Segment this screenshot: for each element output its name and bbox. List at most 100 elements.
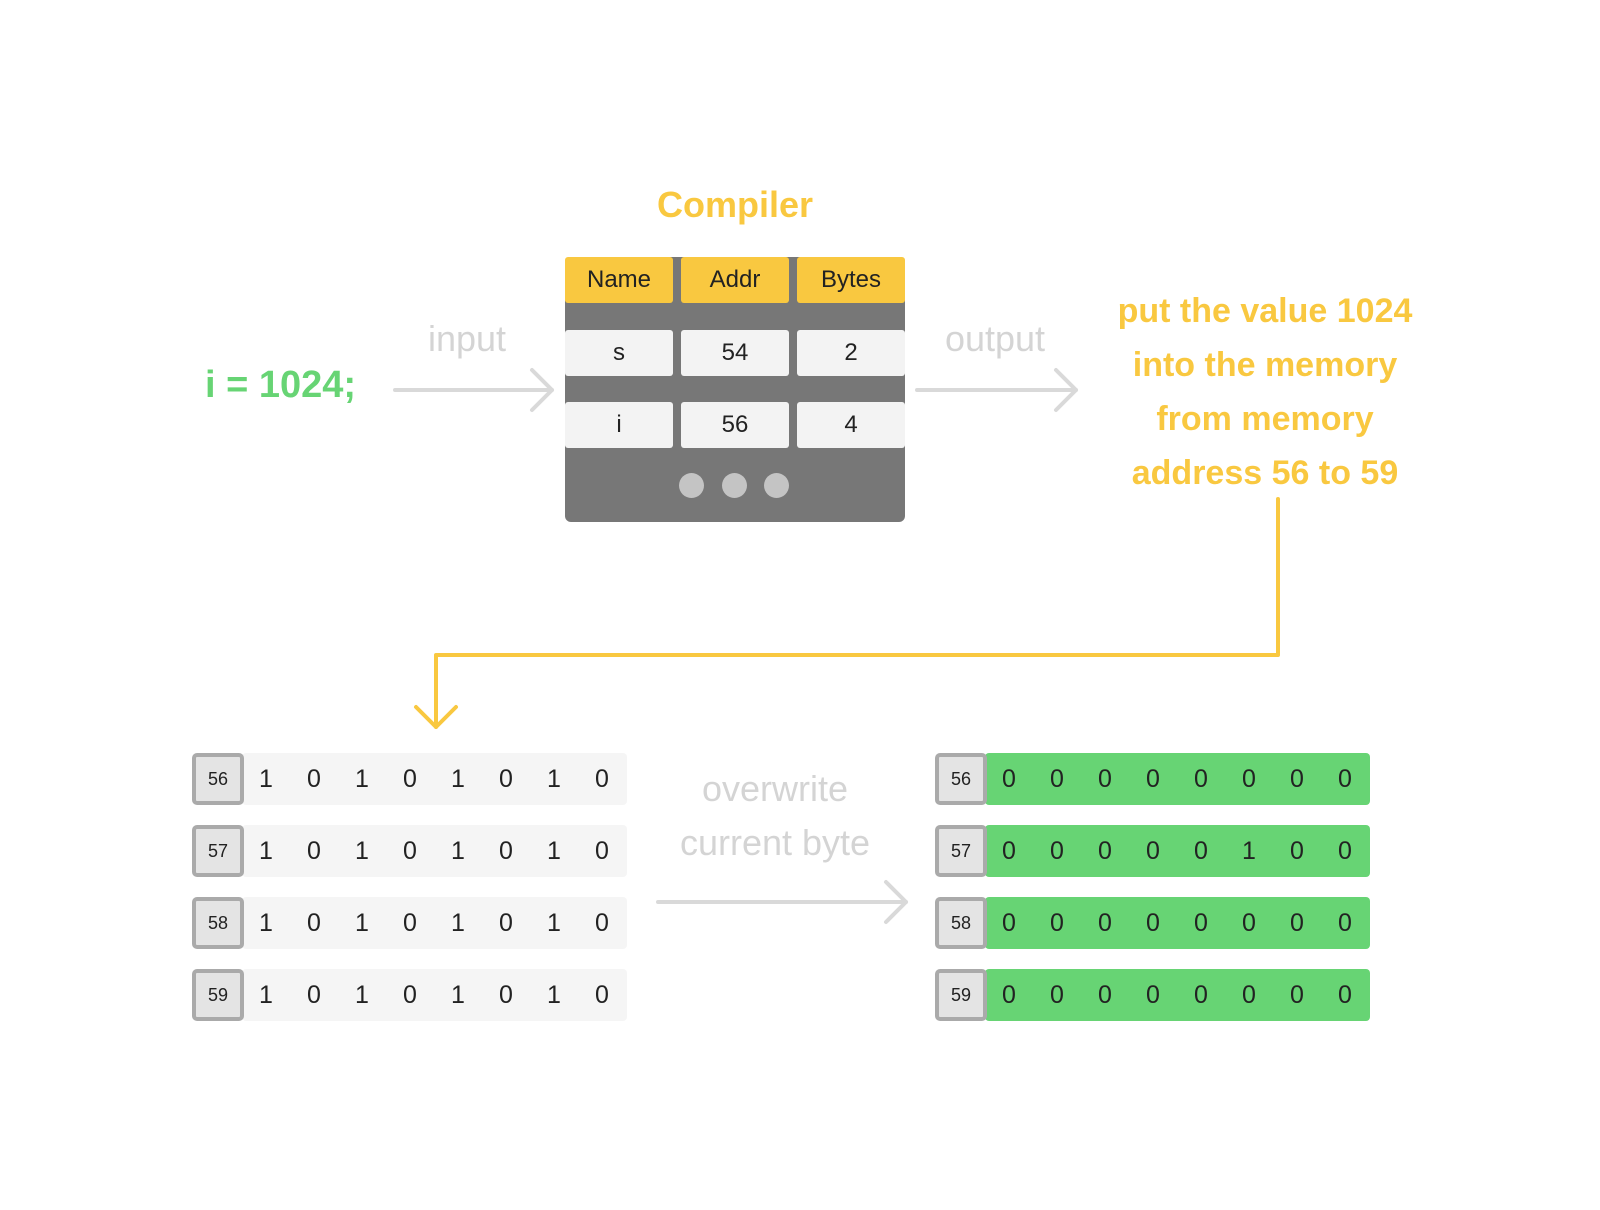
- memory-bit: 1: [259, 908, 273, 937]
- memory-address: 58: [192, 897, 244, 949]
- memory-bit: 1: [451, 836, 465, 865]
- output-line: from memory: [1156, 400, 1374, 438]
- memory-bit: 0: [403, 836, 417, 865]
- header-addr: Addr: [681, 257, 789, 303]
- memory-bit: 0: [1242, 764, 1256, 793]
- memory-bit: 0: [499, 908, 513, 937]
- overwrite-line: current byte: [679, 822, 871, 863]
- overwrite-line: overwrite: [701, 768, 849, 809]
- memory-bit: 0: [595, 908, 609, 937]
- memory-bit: 0: [403, 980, 417, 1009]
- memory-bit: 0: [403, 764, 417, 793]
- memory-bit: 0: [595, 836, 609, 865]
- more-dot: [764, 473, 789, 498]
- more-dot: [679, 473, 704, 498]
- memory-address: 57: [935, 825, 987, 877]
- memory-bit: 0: [1098, 980, 1112, 1009]
- memory-bit: 1: [355, 764, 369, 793]
- memory-bit: 1: [547, 836, 561, 865]
- overwrite-label: overwrite current byte: [660, 762, 890, 870]
- memory-bit: 0: [1050, 980, 1064, 1009]
- memory-bit: 1: [451, 764, 465, 793]
- memory-address: 56: [935, 753, 987, 805]
- memory-bit: 1: [547, 980, 561, 1009]
- cell-addr: 56: [681, 402, 789, 448]
- memory-bit: 0: [595, 980, 609, 1009]
- memory-bit: 1: [259, 836, 273, 865]
- memory-bit: 0: [1098, 836, 1112, 865]
- cell-addr: 54: [681, 330, 789, 376]
- output-line: address 56 to 59: [1131, 454, 1399, 492]
- memory-bit: 0: [499, 836, 513, 865]
- cell-name: s: [565, 330, 673, 376]
- overwrite-arrow: [656, 880, 908, 924]
- memory-bit: 0: [1338, 980, 1352, 1009]
- memory-bit: 1: [451, 908, 465, 937]
- memory-address: 56: [192, 753, 244, 805]
- memory-bit: 1: [259, 764, 273, 793]
- memory-bits: 1 0 1 0 1 0 1 0: [242, 897, 627, 949]
- memory-bit: 0: [403, 908, 417, 937]
- memory-bit: 0: [1002, 980, 1016, 1009]
- memory-bit: 0: [1146, 980, 1160, 1009]
- memory-bit: 0: [1146, 764, 1160, 793]
- memory-bit: 0: [1290, 980, 1304, 1009]
- memory-bit: 1: [1242, 836, 1256, 865]
- memory-bit: 0: [1146, 908, 1160, 937]
- memory-bit: 0: [1290, 764, 1304, 793]
- memory-bits: 0 0 0 0 0 1 0 0: [985, 825, 1370, 877]
- memory-bit: 0: [307, 836, 321, 865]
- memory-bit: 1: [355, 980, 369, 1009]
- memory-bit: 1: [547, 908, 561, 937]
- cell-name: i: [565, 402, 673, 448]
- header-name: Name: [565, 257, 673, 303]
- memory-bit: 0: [1194, 908, 1208, 937]
- memory-bit: 0: [1002, 908, 1016, 937]
- memory-bit: 1: [355, 908, 369, 937]
- memory-bit: 0: [1290, 836, 1304, 865]
- memory-bit: 0: [1002, 764, 1016, 793]
- output-line: put the value 1024: [1117, 292, 1413, 330]
- memory-bit: 1: [451, 980, 465, 1009]
- memory-address: 57: [192, 825, 244, 877]
- memory-bit: 0: [1338, 908, 1352, 937]
- memory-bit: 0: [1194, 836, 1208, 865]
- more-dot: [722, 473, 747, 498]
- memory-bit: 0: [1050, 764, 1064, 793]
- header-bytes: Bytes: [797, 257, 905, 303]
- input-label: input: [427, 318, 507, 359]
- memory-bit: 1: [547, 764, 561, 793]
- memory-bit: 0: [1098, 908, 1112, 937]
- memory-address: 58: [935, 897, 987, 949]
- memory-bit: 0: [1194, 764, 1208, 793]
- input-arrow: [393, 368, 554, 412]
- memory-bit: 0: [307, 980, 321, 1009]
- memory-bit: 1: [259, 980, 273, 1009]
- memory-bit: 0: [1146, 836, 1160, 865]
- memory-bit: 0: [1050, 908, 1064, 937]
- cell-bytes: 2: [797, 330, 905, 376]
- memory-bit: 0: [1002, 836, 1016, 865]
- memory-bit: 0: [307, 764, 321, 793]
- memory-bit: 0: [1338, 764, 1352, 793]
- memory-bit: 0: [499, 980, 513, 1009]
- memory-bit: 0: [1050, 836, 1064, 865]
- memory-pointer-arrow: [414, 497, 1280, 729]
- output-line: into the memory: [1132, 346, 1398, 384]
- memory-bit: 0: [1242, 908, 1256, 937]
- code-statement: i = 1024;: [205, 364, 357, 406]
- memory-bit: 0: [1338, 836, 1352, 865]
- output-label: output: [944, 318, 1046, 359]
- output-description: put the value 1024 into the memory from …: [1080, 284, 1450, 500]
- compiler-title: Compiler: [656, 184, 814, 225]
- memory-address: 59: [935, 969, 987, 1021]
- memory-bit: 0: [307, 908, 321, 937]
- memory-address: 59: [192, 969, 244, 1021]
- memory-bit: 0: [1194, 980, 1208, 1009]
